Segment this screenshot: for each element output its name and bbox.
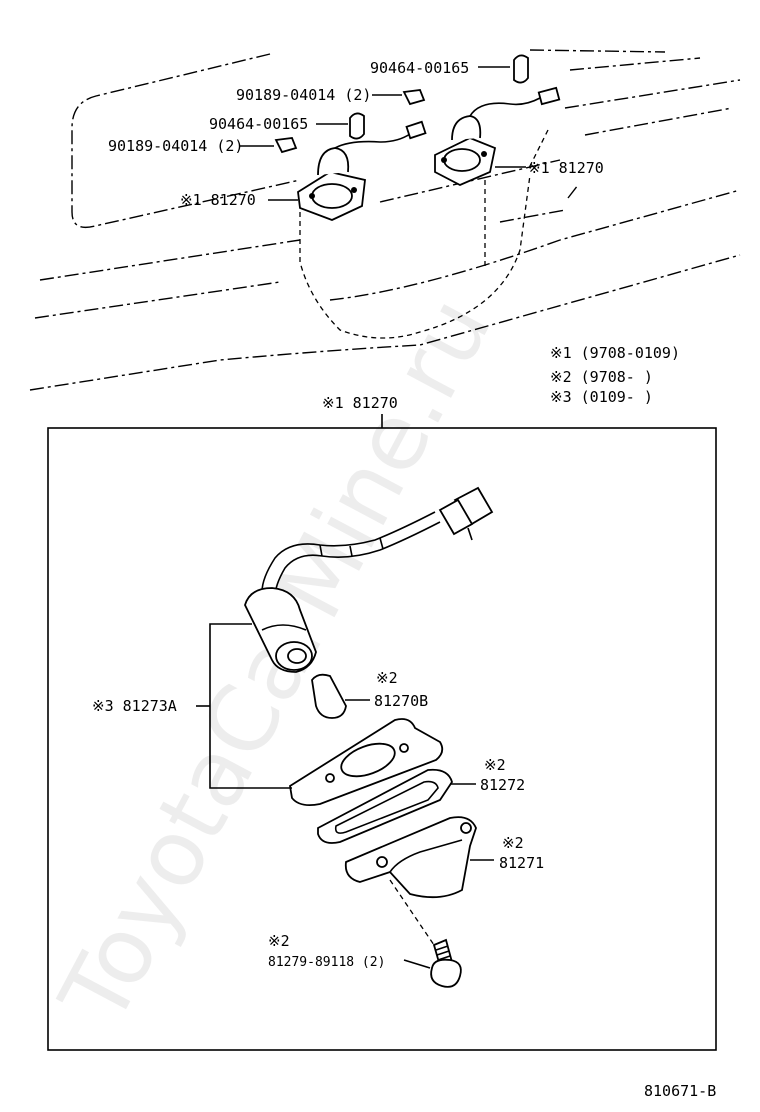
- lens-plate: [289, 718, 444, 807]
- gasket: [317, 768, 476, 844]
- note-3: ※3 (0109- ): [550, 388, 653, 406]
- note-2: ※2 (9708- ): [550, 368, 653, 386]
- label-clip-top: 90464-00165: [370, 59, 469, 77]
- socket-bracket: [196, 623, 292, 789]
- label-screw-left: 90189-04014 (2): [108, 137, 243, 155]
- label-bulb-mark: ※2: [376, 669, 398, 687]
- screw-top: [372, 89, 426, 106]
- label-screw-top: 90189-04014 (2): [236, 86, 371, 104]
- label-bolt: 81279-89118 (2): [268, 955, 385, 970]
- mounting-bolt: [389, 879, 462, 988]
- label-housing: 81271: [499, 854, 544, 872]
- label-clip-left: 90464-00165: [209, 115, 308, 133]
- box-title: ※1 81270: [322, 394, 398, 412]
- figure-id: 810671-B: [644, 1082, 716, 1100]
- label-bolt-mark: ※2: [268, 932, 290, 950]
- label-lamp-left: ※1 81270: [180, 191, 256, 209]
- bulb: [311, 673, 370, 719]
- label-socket: ※3 81273A: [92, 697, 177, 715]
- label-gasket-mark: ※2: [484, 756, 506, 774]
- detail-box: [47, 427, 717, 1051]
- socket-assembly: [244, 486, 494, 673]
- clip-left: [316, 112, 365, 140]
- vehicle-outline: [29, 49, 741, 391]
- license-lamp-right: [434, 86, 561, 186]
- screw-left: [240, 137, 298, 154]
- label-gasket: 81272: [480, 776, 525, 794]
- lamp-housing: [344, 816, 494, 899]
- label-bulb: 81270B: [374, 692, 428, 710]
- license-lamp-left: [297, 120, 427, 221]
- label-lamp-right: ※1 81270: [528, 159, 604, 177]
- note-1: ※1 (9708-0109): [550, 344, 680, 362]
- label-housing-mark: ※2: [502, 834, 524, 852]
- clip-top: [478, 54, 529, 84]
